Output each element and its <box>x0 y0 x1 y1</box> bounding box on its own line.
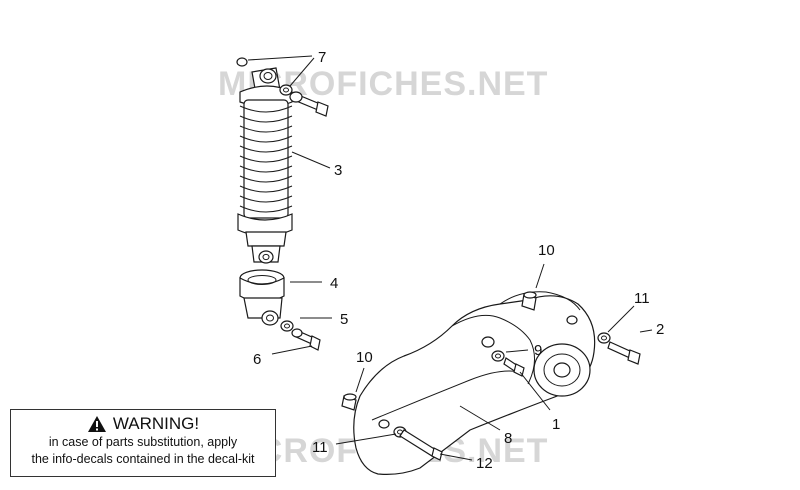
bolt-top <box>289 91 329 117</box>
warning-box: WARNING! in case of parts substitution, … <box>10 409 276 477</box>
washer-9 <box>491 350 505 362</box>
swing-arm <box>353 291 596 475</box>
callout-6: 6 <box>253 351 261 368</box>
warning-triangle-icon <box>87 416 106 432</box>
washer-top-right <box>279 84 293 96</box>
warning-line-2: the info-decals contained in the decal-k… <box>31 452 255 466</box>
bolt-1 <box>503 357 525 377</box>
callout-5: 5 <box>340 311 348 328</box>
washer-lower <box>280 320 294 332</box>
washer-right <box>597 332 611 344</box>
callout-7: 7 <box>318 49 326 66</box>
callout-4: 4 <box>330 275 338 292</box>
callout-2: 2 <box>656 321 664 338</box>
callout-3: 3 <box>334 162 342 179</box>
bolt-12 <box>399 429 443 461</box>
shock-absorber <box>237 67 293 264</box>
callout-9: 9 <box>534 342 542 359</box>
callout-11-lower: 11 <box>312 439 328 456</box>
callout-10-upper: 10 <box>538 242 555 259</box>
warning-title-row: WARNING! <box>11 414 275 434</box>
warning-line-1: in case of parts substitution, apply <box>48 435 238 449</box>
washer-top-left <box>236 57 248 67</box>
callout-10-lower: 10 <box>356 349 373 366</box>
callout-11-right: 11 <box>634 290 650 307</box>
callout-1: 1 <box>552 416 560 433</box>
callout-8: 8 <box>504 430 512 447</box>
bushing-upper <box>521 291 537 311</box>
warning-title: WARNING! <box>112 414 200 433</box>
lower-mount <box>243 297 283 326</box>
clamp-ring <box>239 269 285 303</box>
bushing-lower <box>341 393 357 411</box>
bolt-right <box>607 341 641 365</box>
callout-12: 12 <box>476 455 493 472</box>
bolt-lower <box>291 328 321 351</box>
leader-lines <box>247 55 653 461</box>
